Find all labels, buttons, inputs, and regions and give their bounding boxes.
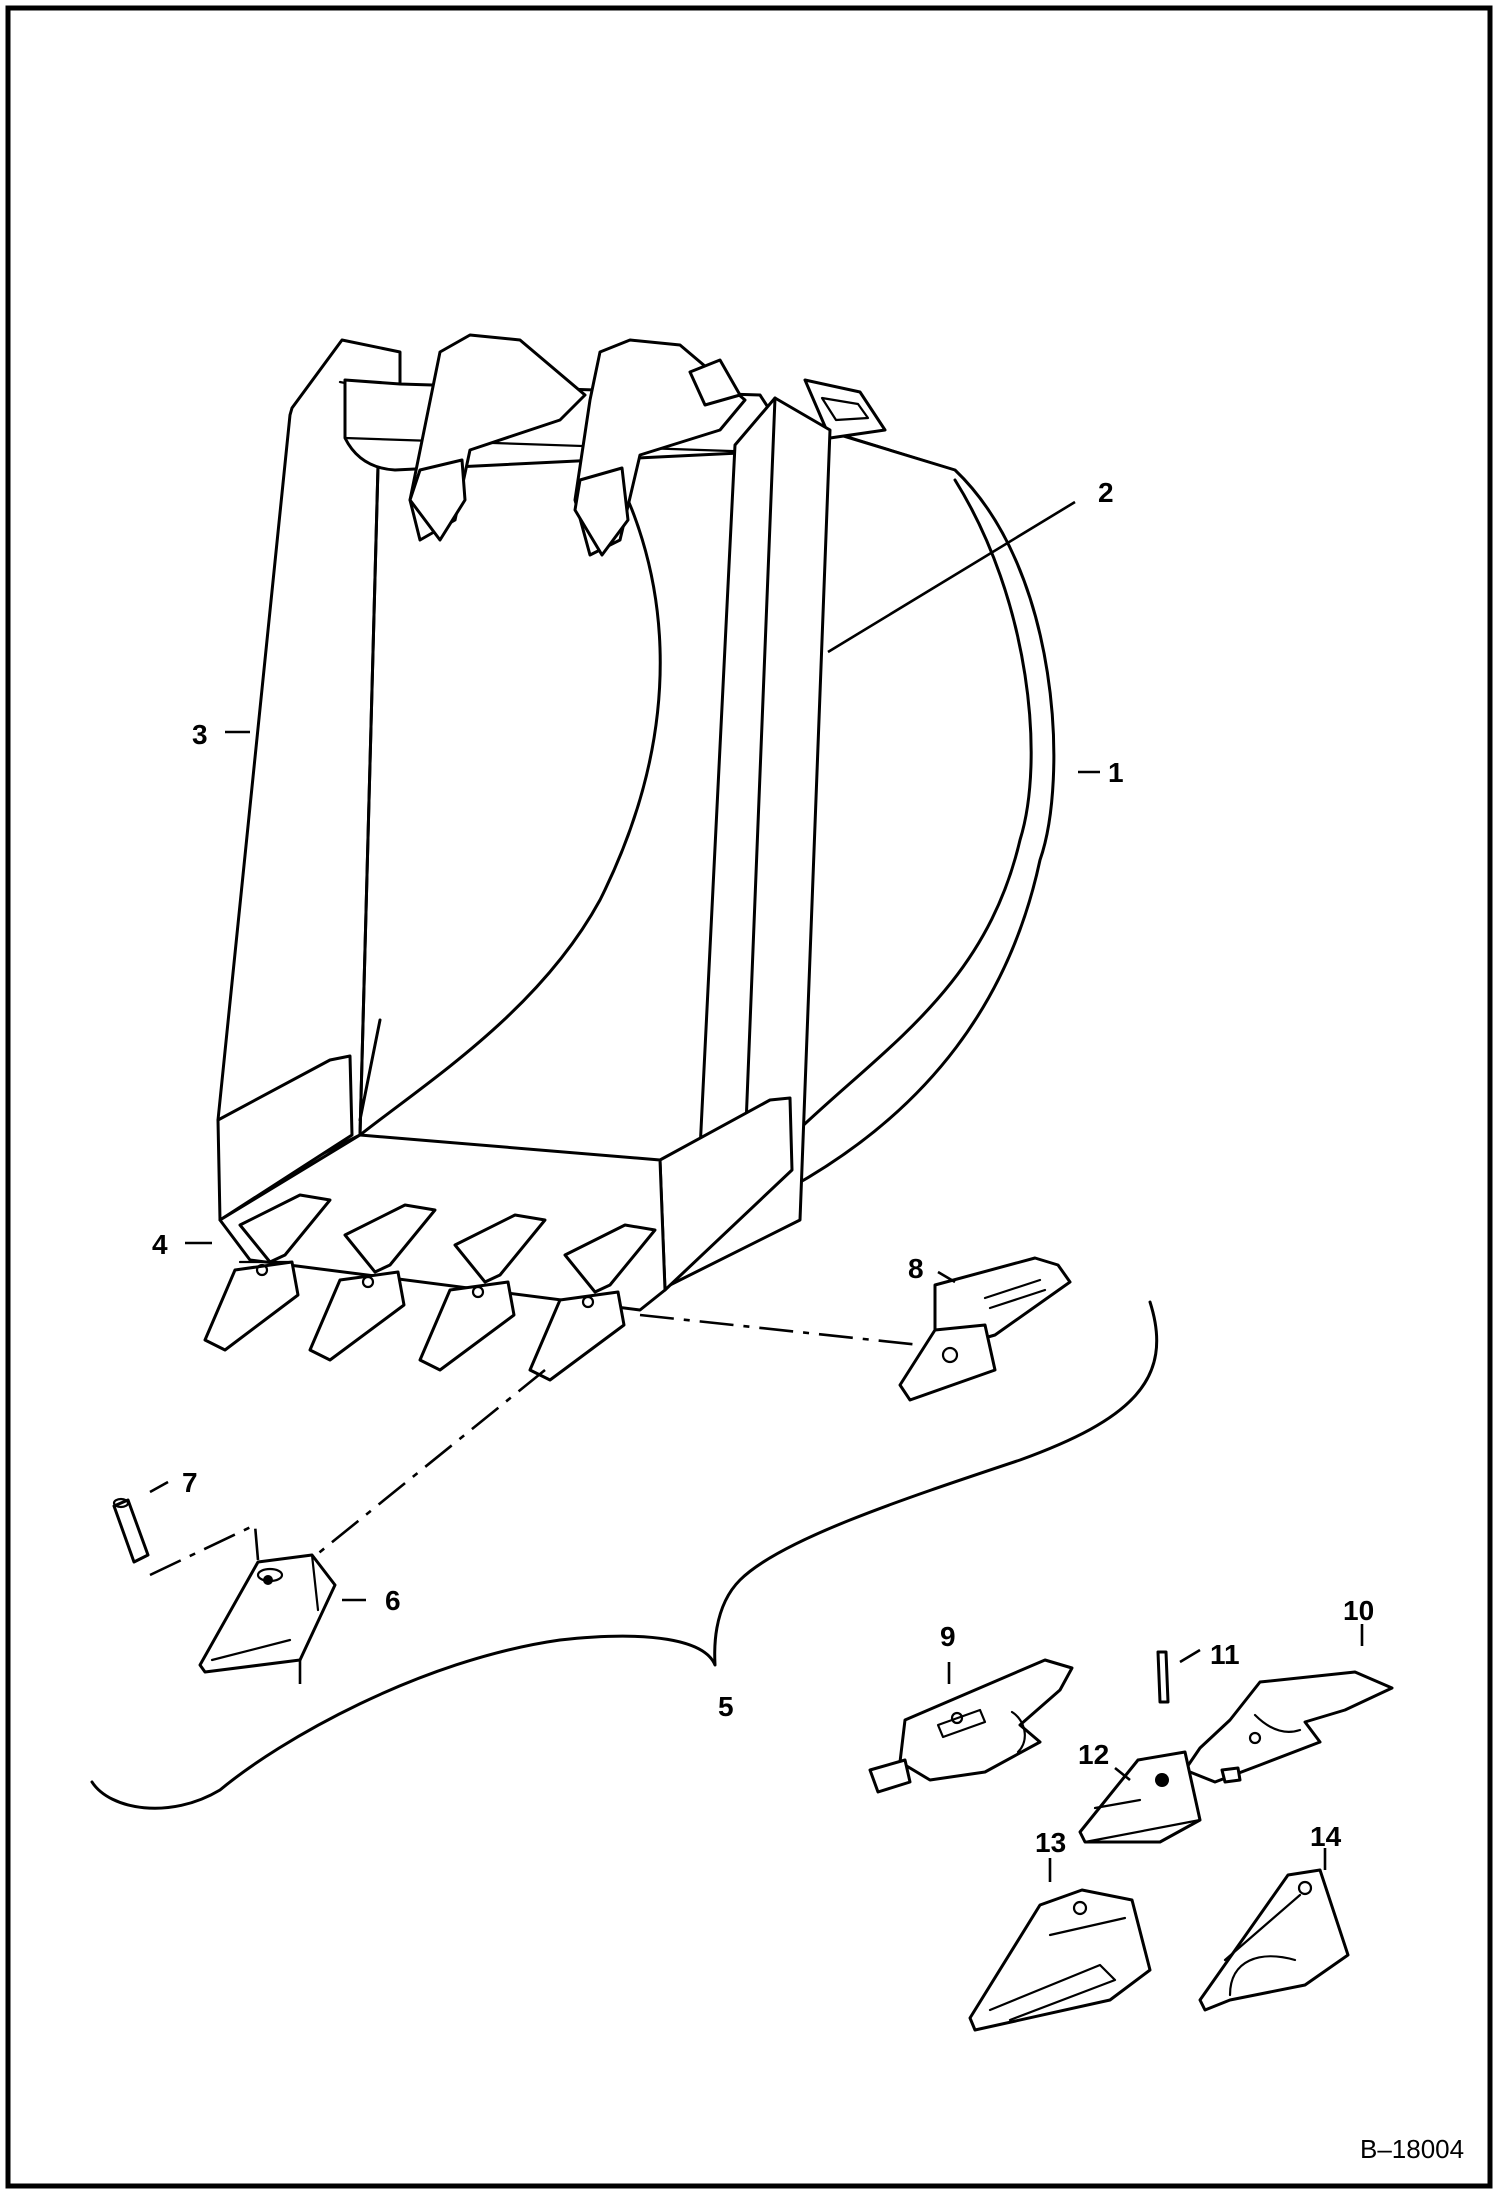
teeth-row	[203, 1193, 657, 1382]
callout-1: 1	[1108, 757, 1124, 788]
pin-part-7	[112, 1497, 150, 1564]
tooth-part-14	[1198, 1868, 1350, 2012]
callout-5: 5	[718, 1691, 734, 1722]
pin-part-11	[1156, 1650, 1170, 1704]
tooth-part-12	[1078, 1750, 1202, 1844]
adapter-part-9	[868, 1658, 1074, 1794]
callout-14: 14	[1310, 1821, 1342, 1852]
leader-12	[1114, 1766, 1131, 1782]
leader-lines	[149, 500, 1364, 1882]
callout-11: 11	[1210, 1639, 1240, 1670]
alignment-line-6	[309, 1368, 546, 1562]
leader-11	[1179, 1648, 1201, 1664]
callout-8: 8	[908, 1253, 924, 1284]
adapter-part-10	[1183, 1670, 1394, 1784]
adapter-part-8	[898, 1256, 1072, 1402]
callout-6: 6	[385, 1585, 401, 1616]
tooth-part-13	[968, 1888, 1152, 2032]
tooth-part-6	[198, 1553, 337, 1674]
callout-4: 4	[152, 1229, 168, 1260]
leader-2	[827, 500, 1076, 654]
bucket-inner-wall	[358, 443, 662, 1137]
leader-8	[937, 1270, 956, 1284]
callout-10: 10	[1343, 1595, 1374, 1626]
diagram-frame	[5, 5, 1493, 2189]
callout-3: 3	[192, 719, 208, 750]
callout-13: 13	[1035, 1827, 1066, 1858]
callout-2: 2	[1098, 477, 1114, 508]
grouping-bracket	[90, 1300, 1159, 1810]
alignment-line-8	[639, 1313, 921, 1347]
figure-id: B–18004	[1360, 2134, 1464, 2164]
callout-7: 7	[182, 1467, 198, 1498]
callout-9: 9	[940, 1621, 956, 1652]
bucket-assembly	[216, 333, 1056, 1312]
cutting-edge	[218, 1133, 667, 1312]
callout-labels: 1 2 3 4 5 6 7 8 9 10 11 12 13 14	[152, 477, 1374, 1858]
alignment-line-7	[149, 1523, 260, 1577]
leader-7	[149, 1480, 169, 1494]
callout-12: 12	[1078, 1739, 1109, 1770]
